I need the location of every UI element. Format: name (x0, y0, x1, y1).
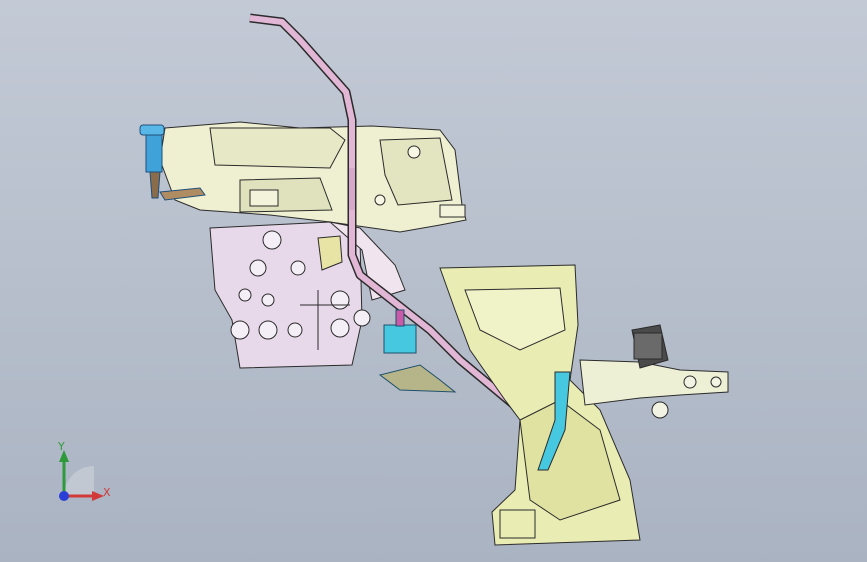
gearbox-housing[interactable] (159, 121, 467, 233)
pedal-bracket[interactable] (579, 324, 729, 419)
slave-cylinder[interactable] (139, 124, 206, 201)
clutch-pipe[interactable] (249, 13, 523, 414)
x-axis-label: X (103, 486, 111, 499)
pedal-cylinder[interactable] (378, 309, 457, 393)
bell-housing[interactable] (209, 221, 406, 369)
y-axis-label: Y (58, 440, 65, 453)
pedal-box-housing[interactable] (439, 264, 641, 546)
z-axis-dot (59, 491, 69, 501)
axis-triad (59, 450, 104, 501)
